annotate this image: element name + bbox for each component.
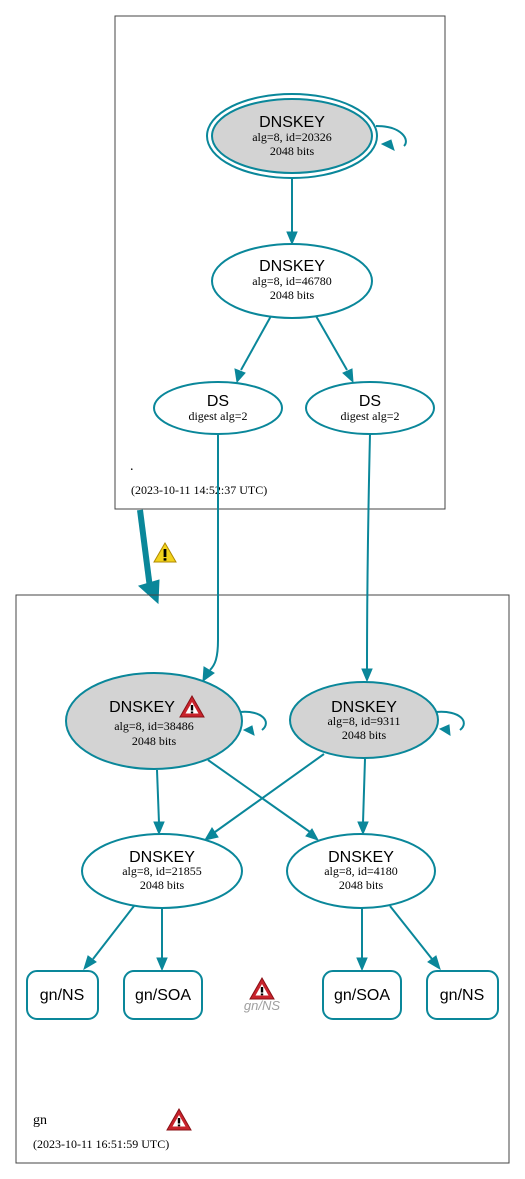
- rrset-soa-left[interactable]: gn/SOA: [123, 970, 203, 1020]
- edge-ksk-left-zsk-right: [207, 759, 311, 833]
- edge-ksk-right-zsk-left: [214, 753, 325, 833]
- root-zsk-node[interactable]: DNSKEY alg=8, id=46780 2048 bits: [211, 243, 373, 319]
- rrset-ns-left[interactable]: gn/NS: [26, 970, 99, 1020]
- gn-zsk-right-line2: 2048 bits: [339, 878, 384, 892]
- edge-ds-left-ksk-left: [209, 434, 219, 671]
- root-zsk-title: DNSKEY: [259, 258, 325, 275]
- rrset-ns-left-label: gn/NS: [40, 987, 84, 1004]
- gn-zsk-right-node[interactable]: DNSKEY alg=8, id=4180 2048 bits: [286, 833, 436, 909]
- root-ksk-line2: 2048 bits: [270, 144, 315, 158]
- gn-ksk-left-self-edge-head: [242, 725, 255, 736]
- root-zone-name: .: [130, 459, 134, 474]
- gn-ksk-right-node[interactable]: DNSKEY alg=8, id=9311 2048 bits: [289, 681, 439, 759]
- rrset-missing-ns[interactable]: gn/NS: [244, 977, 280, 1013]
- edge-root-zsk-ds-right-head: [342, 368, 354, 384]
- edge-ksk-left-zsk-left-head: [153, 821, 165, 836]
- edge-ksk-left-zsk-left: [156, 769, 160, 824]
- root-ds-right-line1: digest alg=2: [340, 409, 399, 423]
- root-ksk-title: DNSKEY: [259, 114, 325, 131]
- edge-ksk-right-zsk-right: [362, 758, 366, 824]
- root-ds-right-title: DS: [359, 393, 381, 410]
- gn-ksk-left-line1: alg=8, id=38486: [114, 719, 194, 733]
- gn-ksk-right-title: DNSKEY: [331, 699, 397, 716]
- root-zone-box: [114, 15, 446, 510]
- edge-ksk-right-zsk-left-head: [203, 827, 219, 841]
- root-zsk-line2: 2048 bits: [270, 288, 315, 302]
- gn-zsk-left-title: DNSKEY: [129, 849, 195, 866]
- edge-root-zsk-ds-right: [315, 315, 348, 371]
- gn-ksk-right-self-edge: [435, 710, 465, 731]
- edge-root-ksk-zsk-head: [286, 231, 298, 246]
- gn-zsk-left-node[interactable]: DNSKEY alg=8, id=21855 2048 bits: [81, 833, 243, 909]
- edge-zsk-right-ns-head: [427, 955, 441, 971]
- gn-ksk-right-line2: 2048 bits: [342, 728, 387, 742]
- root-ds-left-title: DS: [207, 393, 229, 410]
- rrset-soa-left-label: gn/SOA: [135, 987, 191, 1004]
- root-ds-right-node[interactable]: DS digest alg=2: [305, 381, 435, 435]
- rrset-soa-right-label: gn/SOA: [334, 987, 390, 1004]
- root-ksk-self-edge: [375, 125, 407, 147]
- gn-ksk-left-title: DNSKEY: [109, 699, 175, 716]
- delegation-edge-head: [138, 579, 160, 605]
- gn-zsk-left-line2: 2048 bits: [140, 878, 185, 892]
- root-zsk-line1: alg=8, id=46780: [252, 274, 332, 288]
- delegation-warning-icon[interactable]: [153, 542, 177, 563]
- gn-zsk-right-title: DNSKEY: [328, 849, 394, 866]
- gn-ksk-right-line1: alg=8, id=9311: [327, 714, 400, 728]
- edge-root-zsk-ds-left-head: [234, 368, 246, 384]
- edge-ksk-right-zsk-right-head: [357, 821, 369, 836]
- edge-zsk-right-soa-head: [356, 957, 368, 972]
- edge-zsk-right-ns: [389, 905, 433, 960]
- gn-ksk-right-self-edge-head: [438, 724, 451, 736]
- gn-zone-error-icon[interactable]: [166, 1108, 192, 1131]
- gn-zsk-right-line1: alg=8, id=4180: [324, 864, 398, 878]
- missing-ns-error-icon[interactable]: [249, 977, 275, 1000]
- rrset-soa-right[interactable]: gn/SOA: [322, 970, 402, 1020]
- edge-root-zsk-ds-left: [240, 315, 272, 371]
- gn-zsk-left-line1: alg=8, id=21855: [122, 864, 202, 878]
- edge-ds-left-ksk-left-head: [202, 666, 215, 683]
- edge-ds-right-ksk-right-head: [361, 668, 373, 683]
- gn-ksk-left-self-edge: [239, 710, 267, 731]
- gn-zone-box: [15, 594, 510, 1164]
- root-zone-timestamp: (2023-10-11 14:52:37 UTC): [131, 483, 267, 497]
- edge-ksk-left-zsk-right-head: [305, 828, 320, 841]
- edge-ds-right-ksk-right: [366, 433, 371, 671]
- rrset-ns-right[interactable]: gn/NS: [426, 970, 499, 1020]
- root-ksk-node[interactable]: DNSKEY alg=8, id=20326 2048 bits: [206, 93, 378, 179]
- delegation-edge: [137, 509, 153, 589]
- root-ds-left-node[interactable]: DS digest alg=2: [153, 381, 283, 435]
- gn-ksk-left-node[interactable]: DNSKEY alg=8, id=38486 2048 bits: [65, 672, 243, 770]
- edge-zsk-left-soa-head: [156, 957, 168, 972]
- root-ksk-self-edge-head: [380, 139, 395, 151]
- rrset-ns-right-label: gn/NS: [440, 987, 484, 1004]
- gn-zone-name: gn: [33, 1113, 47, 1128]
- root-ds-left-line1: digest alg=2: [188, 409, 247, 423]
- gn-zone-timestamp: (2023-10-11 16:51:59 UTC): [33, 1137, 169, 1151]
- edge-zsk-left-ns-head: [83, 955, 97, 971]
- gn-ksk-left-line2: 2048 bits: [132, 734, 177, 748]
- edge-zsk-left-ns: [92, 905, 135, 960]
- root-ksk-line1: alg=8, id=20326: [252, 130, 332, 144]
- missing-ns-label: gn/NS: [244, 998, 280, 1013]
